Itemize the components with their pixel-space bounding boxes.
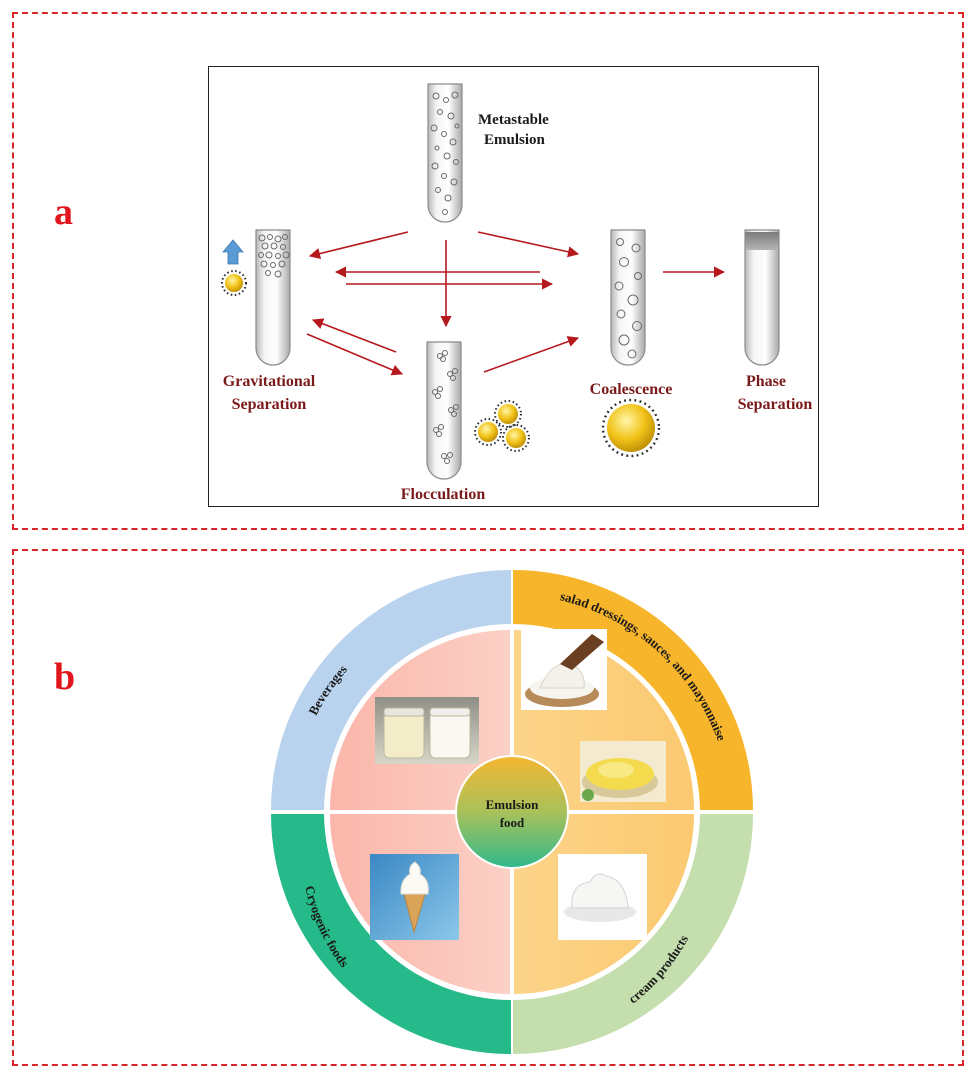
droplet-gravitational <box>221 270 247 296</box>
droplet-coalescence <box>601 398 661 458</box>
droplet-flocculation-1 <box>494 400 522 428</box>
label-gravitational-line1: Gravitational <box>223 373 316 390</box>
arrow-flocculation-to-gravitational <box>311 318 397 353</box>
arrow-to-gravitational <box>308 231 409 260</box>
tube-coalescence-bubbles <box>614 238 642 359</box>
tube-gravitational-bubbles <box>258 234 290 278</box>
label-gravitational-line2: Separation <box>232 396 307 413</box>
center-label-line2: food <box>500 815 525 830</box>
center-label-line1: Emulsion <box>486 797 540 812</box>
ice-cream-photo <box>370 854 459 940</box>
oil-layer <box>745 232 779 250</box>
tube-metastable <box>427 83 463 223</box>
droplet-flocculation-3 <box>502 424 530 452</box>
label-flocculation: Flocculation <box>401 486 486 503</box>
transition-arrows <box>306 231 726 376</box>
dressing-photo <box>521 629 607 710</box>
arrow-to-coalescence <box>477 231 580 258</box>
label-metastable-line2: Emulsion <box>484 132 546 148</box>
arrow-flocculation-to-coalescence <box>483 336 580 373</box>
tube-metastable-bubbles <box>430 91 460 215</box>
label-phase-line1: Phase <box>746 373 786 390</box>
tube-flocculation <box>426 341 462 480</box>
label-phase-line2: Separation <box>738 396 813 413</box>
tube-flocculation-clusters <box>432 350 459 464</box>
cream-photo <box>558 854 647 940</box>
milk-jars-photo <box>375 697 479 764</box>
tube-phase-separation <box>744 229 780 366</box>
center-badge <box>455 755 569 869</box>
droplet-flocculation-2 <box>474 418 502 446</box>
label-coalescence: Coalescence <box>590 381 673 398</box>
creaming-up-arrow-icon <box>222 239 244 265</box>
label-metastable-line1: Metastable <box>478 112 549 128</box>
panel-b-letter: b <box>54 656 76 698</box>
panel-b-frame <box>12 549 964 1066</box>
panel-a-frame <box>12 12 964 530</box>
tube-gravitational <box>255 229 291 366</box>
panel-a-letter: a <box>54 191 73 233</box>
arrow-gravitational-to-flocculation <box>306 333 404 376</box>
mayonnaise-photo <box>580 741 666 802</box>
tube-coalescence <box>610 229 646 366</box>
